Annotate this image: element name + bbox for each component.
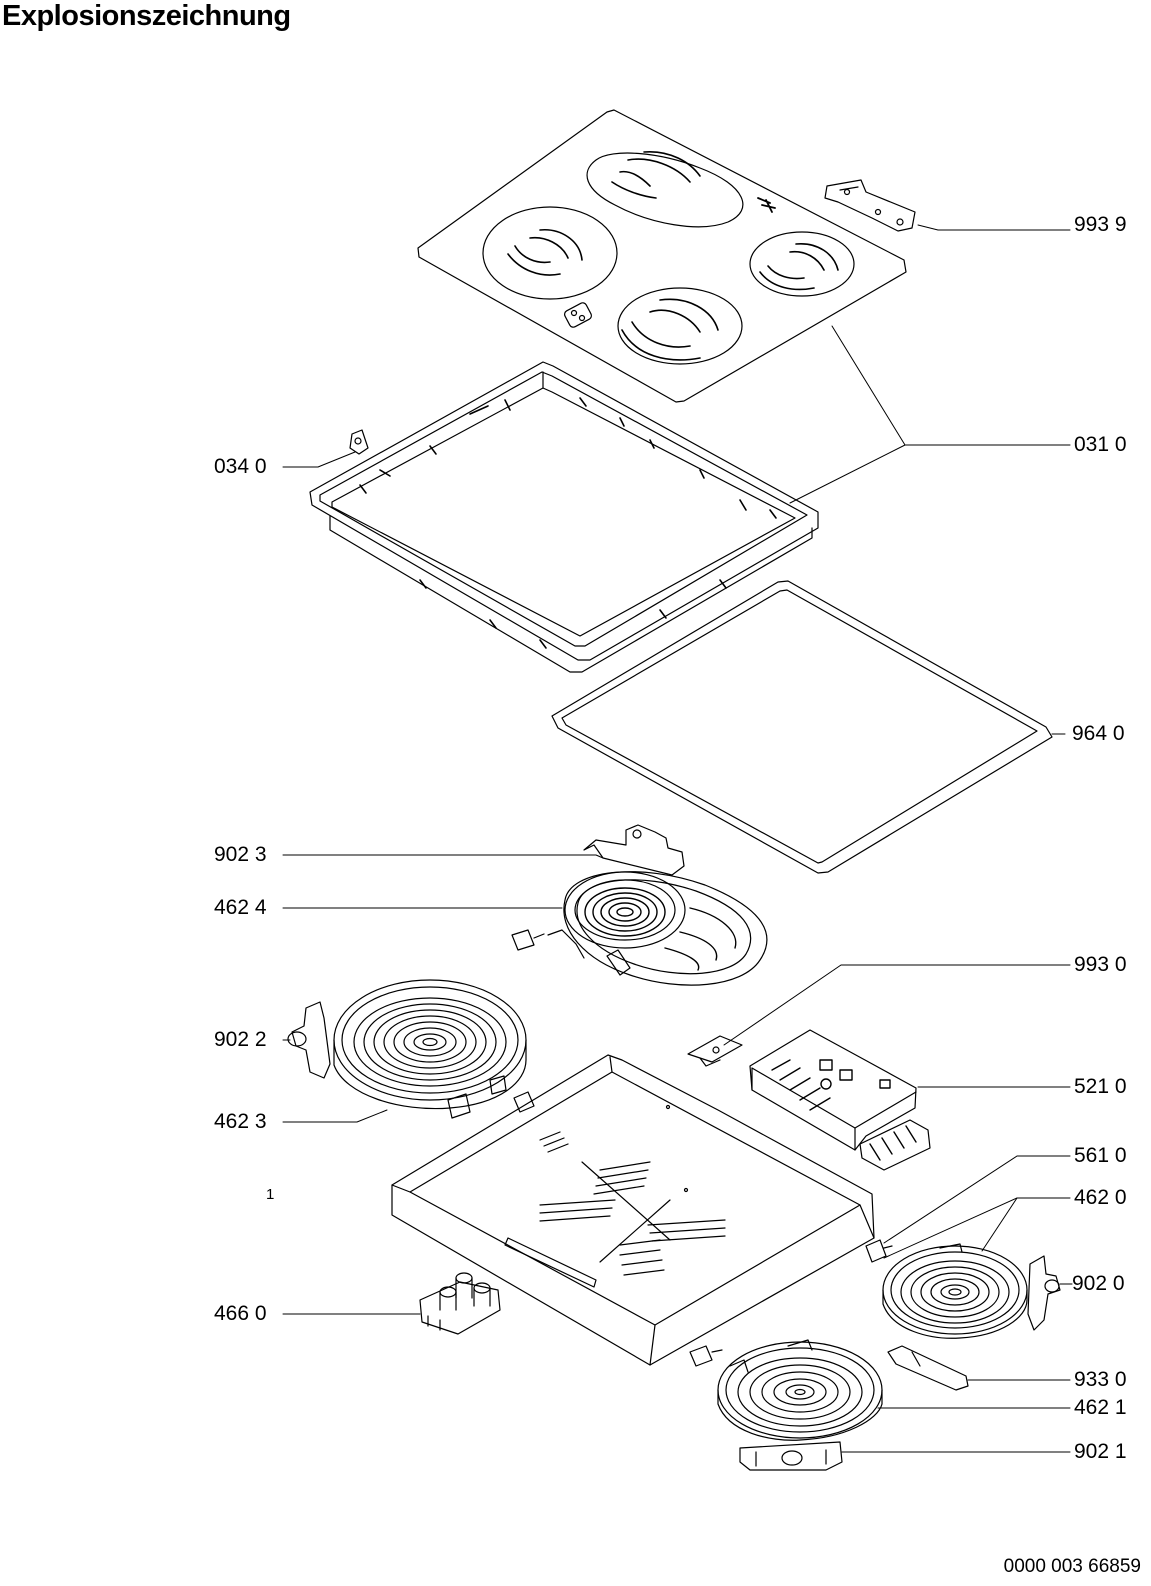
part-031-0-glass-top	[418, 110, 906, 402]
part-561-0-connector	[866, 1240, 892, 1262]
callout-993-0: 993 0	[1074, 953, 1127, 976]
callout-561-0: 561 0	[1074, 1144, 1127, 1167]
callout-902-2: 902 2	[214, 1028, 267, 1051]
callout-964-0: 964 0	[1072, 722, 1125, 745]
part-462-1-round-element	[718, 1340, 882, 1440]
callout-031-0: 031 0	[1074, 433, 1127, 456]
callout-521-0: 521 0	[1074, 1075, 1127, 1098]
callout-902-0: 902 0	[1072, 1272, 1125, 1295]
part-466-0-connector	[420, 1273, 500, 1334]
callout-933-0: 933 0	[1074, 1368, 1127, 1391]
document-number: 0000 003 66859	[1003, 1556, 1141, 1577]
callout-462-3: 462 3	[214, 1110, 267, 1133]
part-034-0-clip	[350, 430, 368, 454]
part-964-0-seal	[552, 581, 1052, 873]
part-462-3-round-element	[334, 980, 534, 1118]
callout-462-0: 462 0	[1074, 1186, 1127, 1209]
part-base-tray	[392, 1055, 874, 1365]
part-462-0-round-element	[883, 1244, 1027, 1338]
part-521-0-electronics-box	[750, 1030, 930, 1170]
callout-993-9: 993 9	[1074, 213, 1127, 236]
callout-902-1: 902 1	[1074, 1440, 1127, 1463]
callout-034-0: 034 0	[214, 455, 267, 478]
part-902-2-bracket	[288, 1002, 330, 1078]
leader-lines	[283, 225, 1072, 1452]
page-title: Explosionszeichnung	[2, 0, 291, 32]
callout-462-1: 462 1	[1074, 1396, 1127, 1419]
part-993-0-switch	[688, 1036, 742, 1066]
part-902-3-bracket	[584, 825, 684, 875]
callout-466-0: 466 0	[214, 1302, 267, 1325]
part-993-9-bracket	[825, 180, 915, 231]
callout-902-3: 902 3	[214, 843, 267, 866]
part-902-1-bracket	[740, 1442, 842, 1470]
part-902-0-bracket	[1028, 1256, 1060, 1330]
part-connector-front	[690, 1346, 722, 1366]
part-462-4-oval-element	[512, 872, 767, 985]
callout-1: 1	[266, 1186, 275, 1203]
part-frame	[310, 362, 818, 672]
part-933-0-bracket	[888, 1346, 968, 1390]
callout-462-4: 462 4	[214, 896, 267, 919]
